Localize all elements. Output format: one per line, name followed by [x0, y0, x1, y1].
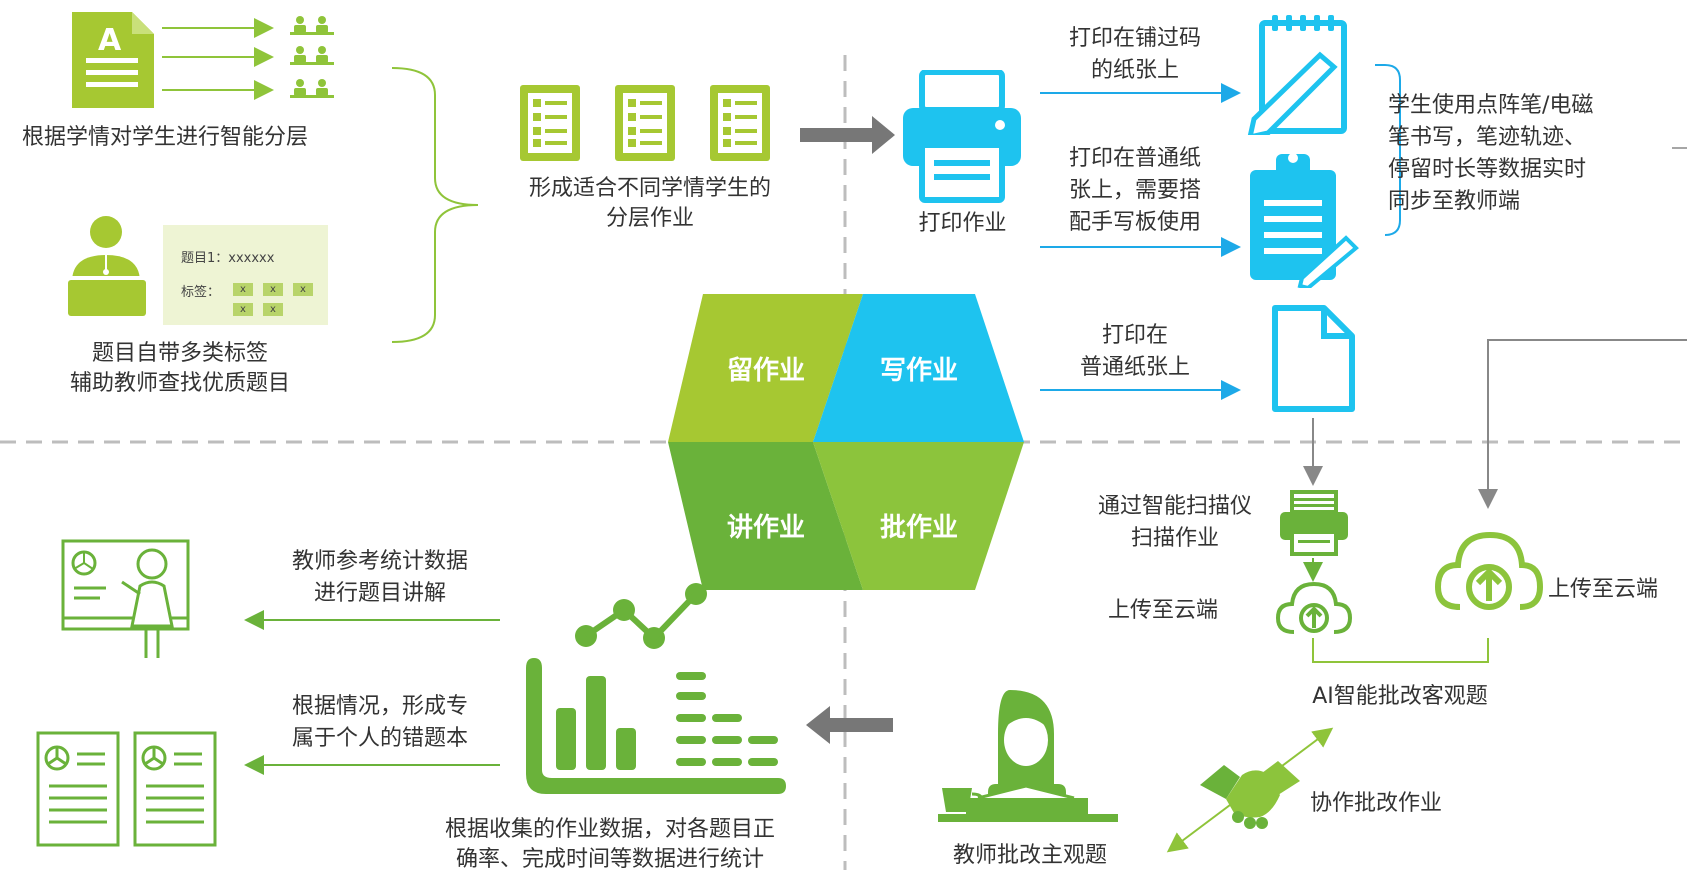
doc-letter: A	[98, 23, 122, 58]
cycle-assign-label: 留作业	[727, 356, 806, 386]
pen-line2: 笔书写，笔迹轨迹、	[1388, 125, 1587, 150]
scan-line2: 扫描作业	[1130, 526, 1219, 551]
cycle-write-panel	[813, 294, 1024, 442]
cycle-grade-panel	[813, 442, 1024, 590]
clipboard-pen-icon	[1250, 153, 1359, 288]
upload-big-label: 上传至云端	[1548, 577, 1659, 602]
plain-pad-line2: 张上，需要搭	[1068, 178, 1201, 203]
cloud-upload-small-icon	[1276, 581, 1352, 634]
dot-paper-line1: 打印在铺过码	[1068, 26, 1201, 51]
blank-page-icon	[1272, 305, 1355, 412]
collect-line1: 根据收集的作业数据，对各题目正	[444, 817, 775, 842]
lecture-board-icon	[61, 539, 190, 658]
upload-small-label: 上传至云端	[1108, 598, 1219, 623]
collab-label: 协作批改作业	[1310, 791, 1443, 816]
document-icon: A	[72, 12, 154, 108]
tag-label-line1: 题目自带多类标签	[91, 341, 268, 366]
print-label: 打印作业	[918, 211, 1007, 236]
to-print-arrow	[800, 116, 895, 154]
plain-line2: 普通纸张上	[1079, 355, 1190, 380]
handshake-icon	[1200, 761, 1300, 829]
cycle-write-label: 写作业	[880, 356, 959, 386]
homework-label-line1: 形成适合不同学情学生的	[528, 176, 771, 201]
cycle-assign-panel	[668, 294, 863, 442]
mistake-notebook-icons	[36, 731, 217, 847]
teacher-grade-label: 教师批改主观题	[952, 843, 1107, 868]
stats-ref-line1: 教师参考统计数据	[291, 549, 468, 574]
plain-line1: 打印在	[1101, 323, 1168, 348]
pen-line4: 同步至教师端	[1388, 189, 1521, 214]
stats-ref-line2: 进行题目讲解	[313, 581, 446, 606]
scan-line1: 通过智能扫描仪	[1097, 494, 1252, 519]
pen-bracket	[1384, 64, 1401, 236]
homework-cycle	[668, 294, 1024, 590]
cycle-explain-panel	[668, 442, 863, 590]
wrongbook-line2: 属于个人的错题本	[291, 726, 468, 751]
question-line: 题目1：xxxxxx	[181, 251, 275, 266]
cycle-grade-label: 批作业	[880, 513, 959, 543]
scanner-icon	[1280, 490, 1348, 556]
printer-icon	[903, 70, 1021, 203]
tag-chip: x	[293, 283, 313, 296]
pen-to-cloud-line	[1478, 339, 1687, 509]
tag-chip: x	[233, 303, 253, 316]
pen-line1: 学生使用点阵笔/电磁	[1388, 93, 1594, 118]
pen-line3: 停留时长等数据实时	[1388, 157, 1587, 182]
tag-chip: x	[233, 283, 253, 296]
statistics-chart-icon	[526, 583, 786, 794]
cloud-join-bracket	[1312, 638, 1489, 663]
ai-grade-label: AI智能批改客观题	[1312, 684, 1488, 709]
plain-pad-line1: 打印在普通纸	[1068, 146, 1201, 171]
tag-chip: x	[263, 303, 283, 316]
teacher-grading-icon	[938, 690, 1118, 822]
tag-line-label: 标签：	[181, 285, 221, 300]
plain-pad-line3: 配手写板使用	[1068, 210, 1201, 235]
cycle-explain-label: 讲作业	[727, 513, 806, 543]
grouping-brace	[391, 67, 479, 343]
homework-label-line2: 分层作业	[605, 206, 694, 231]
layer-arrows	[162, 18, 274, 100]
question-card: 题目1：xxxxxx 标签： x x x x x	[163, 225, 328, 325]
tag-label-line2: 辅助教师查找优质题目	[69, 371, 290, 396]
dot-paper-line2: 的纸张上	[1090, 58, 1179, 83]
wrongbook-line1: 根据情况，形成专	[291, 694, 468, 719]
layer-label: 根据学情对学生进行智能分层	[22, 125, 309, 150]
collect-line2: 确率、完成时间等数据进行统计	[455, 847, 764, 872]
notepad-pen-icon	[1247, 15, 1347, 135]
layered-homework-icons	[520, 85, 770, 161]
to-stats-arrow	[806, 706, 893, 744]
teacher-computer-icon	[62, 216, 152, 320]
tag-chip: x	[263, 283, 283, 296]
cloud-upload-large-icon	[1434, 531, 1544, 610]
student-groups-icon	[290, 16, 334, 98]
